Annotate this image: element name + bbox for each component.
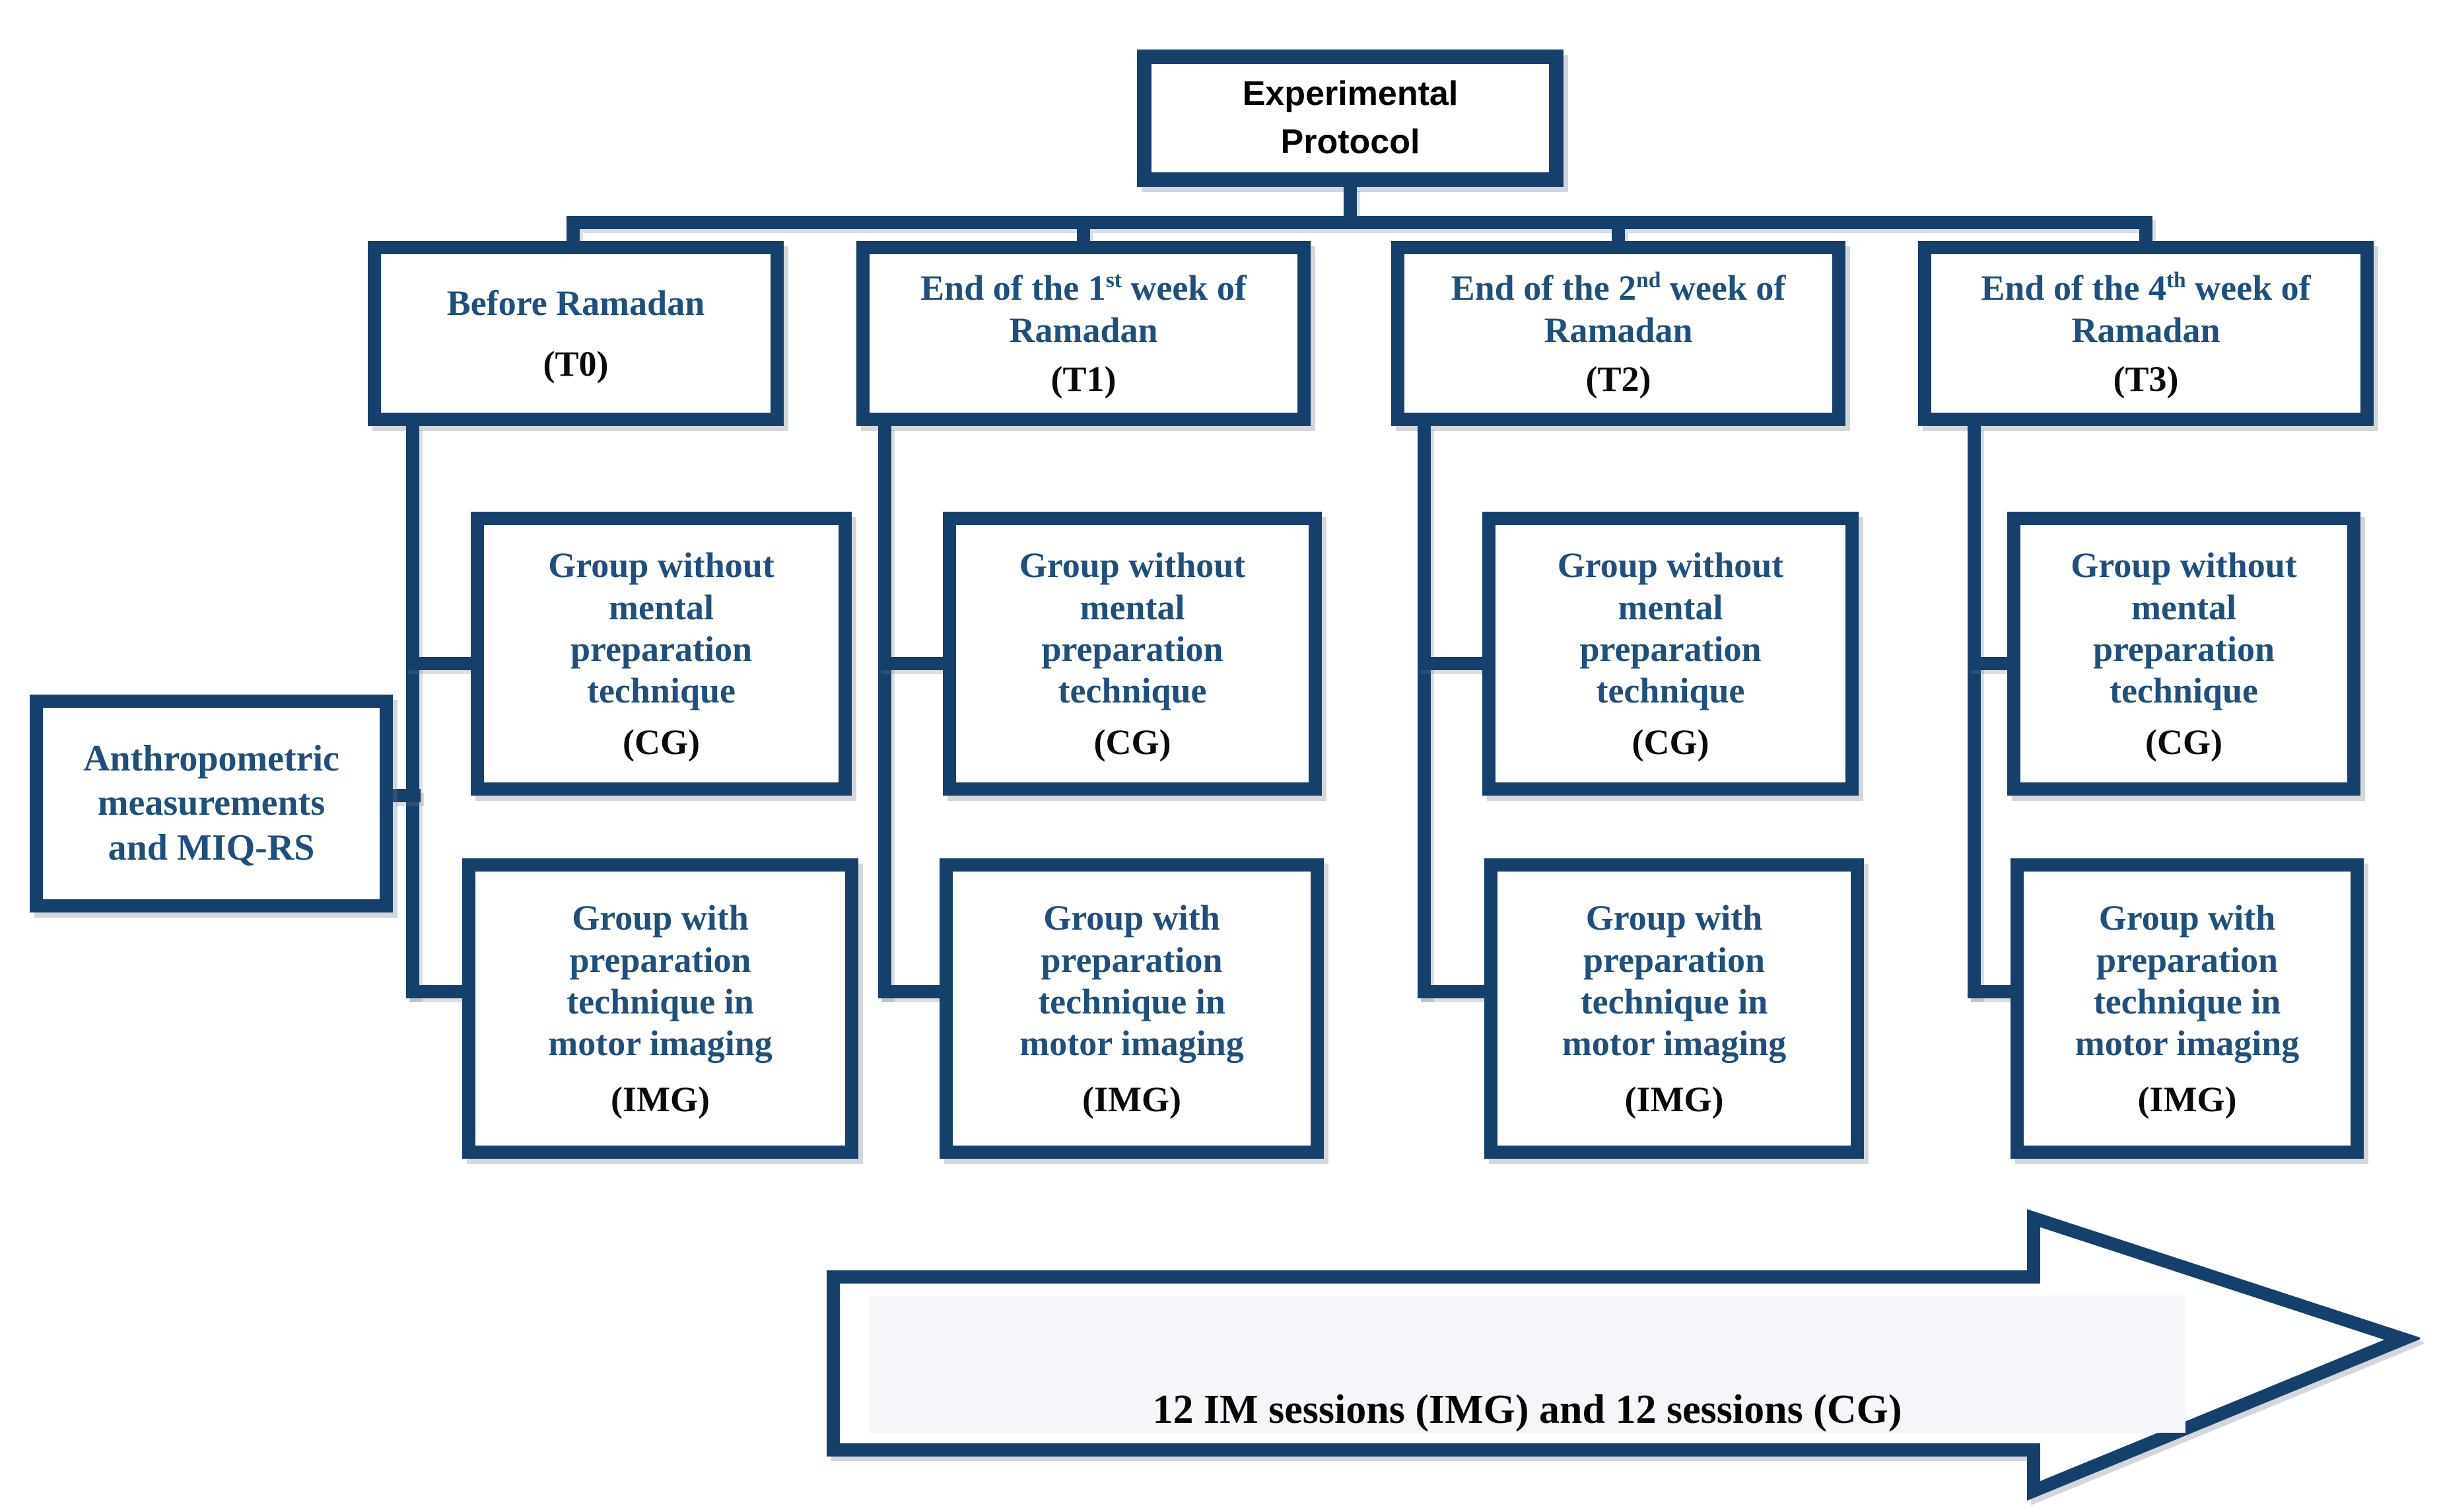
timeline-arrow: 12 IM sessions (IMG) and 12 sessions (CG… (827, 1209, 2420, 1501)
group-code: (CG) (2145, 722, 2222, 762)
connector-img-stub-t0 (406, 985, 465, 998)
connector-stub-t3 (2139, 229, 2152, 242)
connector-distribution-line (567, 216, 2152, 229)
timeline-arrow-inner-band (869, 1295, 2185, 1433)
protocol-title-line2: Protocol (1280, 123, 1420, 162)
protocol-title-line1: Experimental (1242, 75, 1459, 114)
group-code: (CG) (1632, 722, 1709, 762)
connector-trunk-t2 (1418, 426, 1431, 998)
group-code: (IMG) (2137, 1079, 2237, 1119)
connector-trunk-t3 (1968, 426, 1981, 998)
connector-stub-t2 (1612, 229, 1625, 242)
connector-img-stub-t1 (878, 985, 941, 998)
connector-cg-stub-t2 (1418, 657, 1484, 670)
experimental-protocol-box: Experimental Protocol (1137, 50, 1564, 187)
connector-trunk-t1 (878, 426, 891, 998)
timepoint-box-t0: Before Ramadan (T0) (368, 241, 784, 426)
arrow-label: 12 IM sessions (IMG) and 12 sessions (CG… (1152, 1387, 1902, 1432)
connector-stub-t1 (1077, 229, 1090, 242)
group-code: (IMG) (1082, 1079, 1181, 1119)
connector-anthropometric-stub (393, 789, 421, 802)
connector-protocol-stub (1344, 187, 1357, 217)
timepoint-code: (T3) (2113, 359, 2179, 399)
connector-img-stub-t2 (1418, 985, 1486, 998)
group-code: (CG) (1093, 722, 1171, 762)
group-code: (IMG) (611, 1079, 710, 1119)
connector-stub-t0 (567, 229, 580, 242)
timepoint-code: (T1) (1050, 359, 1117, 399)
connector-cg-stub-t0 (406, 657, 472, 670)
connector-img-stub-t3 (1968, 985, 2012, 998)
connector-cg-stub-t3 (1968, 657, 2009, 670)
connector-trunk-t0 (406, 426, 419, 998)
group-code: (IMG) (1624, 1079, 1724, 1119)
connector-cg-stub-t1 (878, 657, 944, 670)
timepoint-code: (T2) (1585, 359, 1651, 399)
timepoint-code: (T0) (543, 344, 609, 384)
group-code: (CG) (623, 722, 700, 762)
timepoint-title: Before Ramadan (446, 283, 705, 323)
